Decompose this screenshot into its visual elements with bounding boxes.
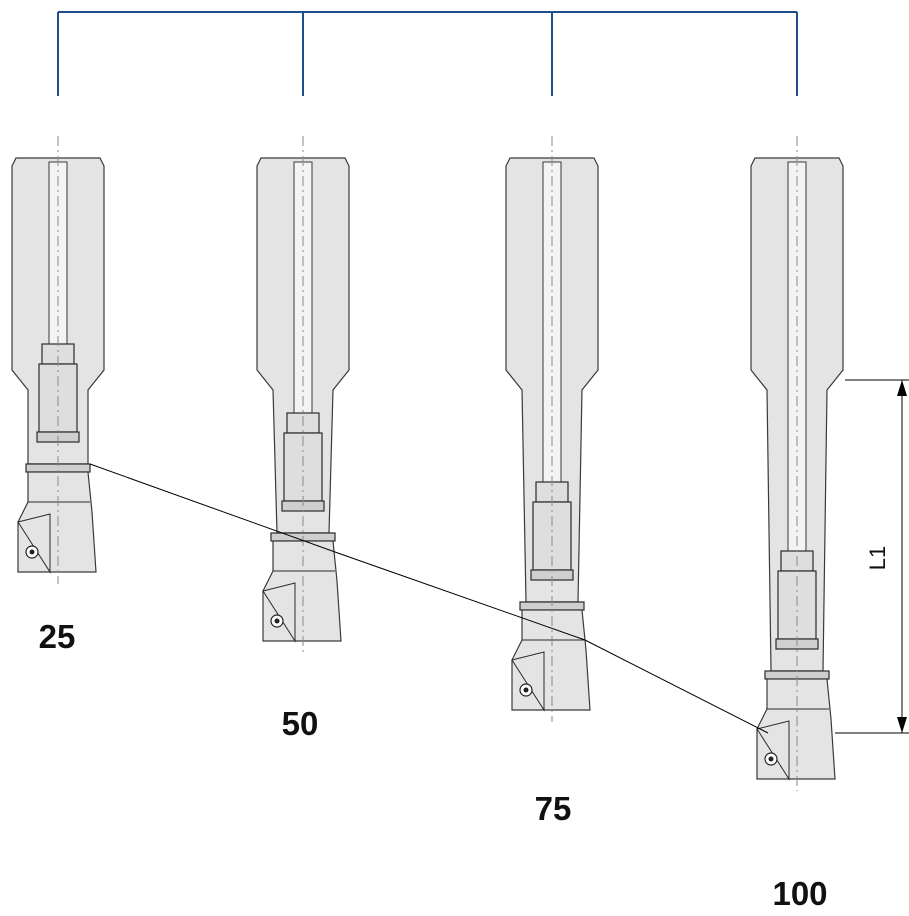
l1-dimension: L1: [835, 379, 909, 734]
insert-screw-center: [274, 618, 280, 624]
tool-100: [750, 136, 844, 791]
tool-75: [505, 136, 599, 722]
insert-screw-center: [523, 687, 529, 693]
size-label-25: 25: [39, 618, 76, 655]
tool-50: [256, 136, 350, 653]
size-labels: 25 50 75 100: [39, 618, 828, 912]
insert-screw-center: [768, 756, 774, 762]
l1-label: L1: [865, 546, 890, 570]
cutter-head: [17, 471, 97, 573]
cutter-head: [756, 678, 836, 780]
size-label-100: 100: [772, 875, 827, 912]
head-joint-reference-line: [89, 463, 769, 734]
insert-screw-center: [29, 549, 35, 555]
tool-25: [11, 136, 105, 584]
tool-assemblies: [11, 136, 844, 791]
size-label-75: 75: [535, 790, 572, 827]
l1-arrow-bottom: [897, 717, 907, 733]
top-bracket: [57, 11, 798, 96]
cutter-head: [262, 540, 342, 642]
l1-arrow-top: [897, 380, 907, 396]
size-label-50: 50: [282, 705, 319, 742]
